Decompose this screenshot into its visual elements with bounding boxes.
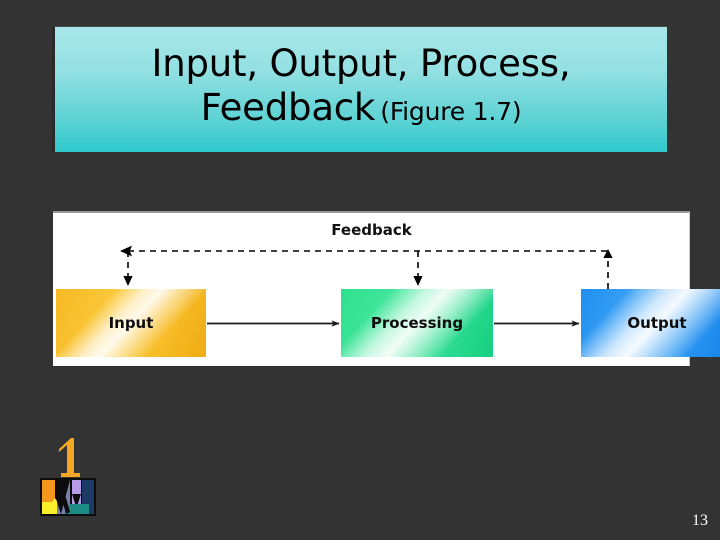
- figure-reference-label: (Figure 1.7): [380, 97, 522, 126]
- figure-image-panel: Feedback Input Processing Output: [53, 211, 720, 366]
- presentation-logo: [40, 438, 96, 516]
- feedback-bus-left-arrowhead: [120, 245, 132, 257]
- page-title-line-1: Input, Output, Process,: [151, 42, 571, 85]
- flowchart-diagram: Feedback Input Processing Output: [53, 213, 720, 366]
- page-number: 13: [692, 512, 708, 529]
- logo-color-swatch-block: [40, 478, 96, 516]
- page-title-main-text: Feedback: [200, 86, 376, 129]
- flow-box-output-label: Output: [627, 314, 687, 332]
- feedback-riser-output-arrowhead: [603, 249, 613, 258]
- flow-box-input-label: Input: [108, 314, 154, 332]
- flow-box-input: Input: [56, 289, 206, 357]
- slide-title-banner: Input, Output, Process, Feedback (Figure…: [52, 26, 667, 152]
- page-title-line-2: Feedback (Figure 1.7): [201, 86, 522, 137]
- flowchart-connectors: [120, 245, 613, 327]
- flow-box-processing-label: Processing: [370, 314, 464, 332]
- flow-box-output: Output: [581, 289, 720, 357]
- feedback-drop-input-arrowhead: [123, 276, 133, 286]
- feedback-drop-processing-arrowhead: [413, 276, 423, 286]
- flow-box-processing: Processing: [341, 289, 493, 357]
- logo-numeral-1: [59, 438, 80, 477]
